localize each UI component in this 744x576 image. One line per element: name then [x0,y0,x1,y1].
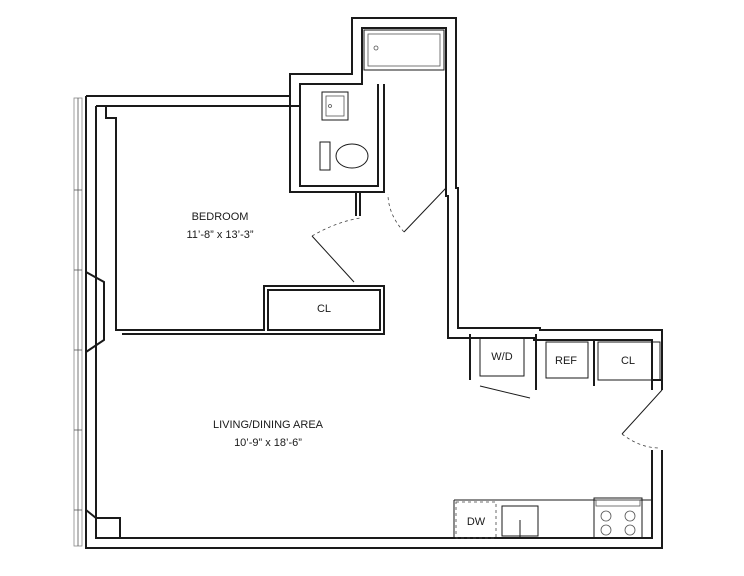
bedroom-dims: 11’-8” x 13’-3” [186,229,253,241]
exterior-walls [85,17,663,549]
closet-hall-label: CL [621,355,635,367]
window-wall [73,97,83,547]
bedroom-closet-door [311,217,361,283]
utility-row [469,334,663,449]
washer-dryer-label: W/D [491,351,512,363]
dishwasher-label: DW [467,516,486,528]
bedroom-walls [105,106,385,335]
refrigerator-label: REF [555,355,577,367]
living-dims: 10’-9” x 18’-6” [234,437,302,449]
wall-pier [85,271,121,538]
bathroom [289,29,447,233]
kitchen-counter [453,497,652,539]
bedroom-name: BEDROOM [192,211,249,223]
closet-bedroom-label: CL [317,303,331,315]
living-name: LIVING/DINING AREA [213,419,324,431]
